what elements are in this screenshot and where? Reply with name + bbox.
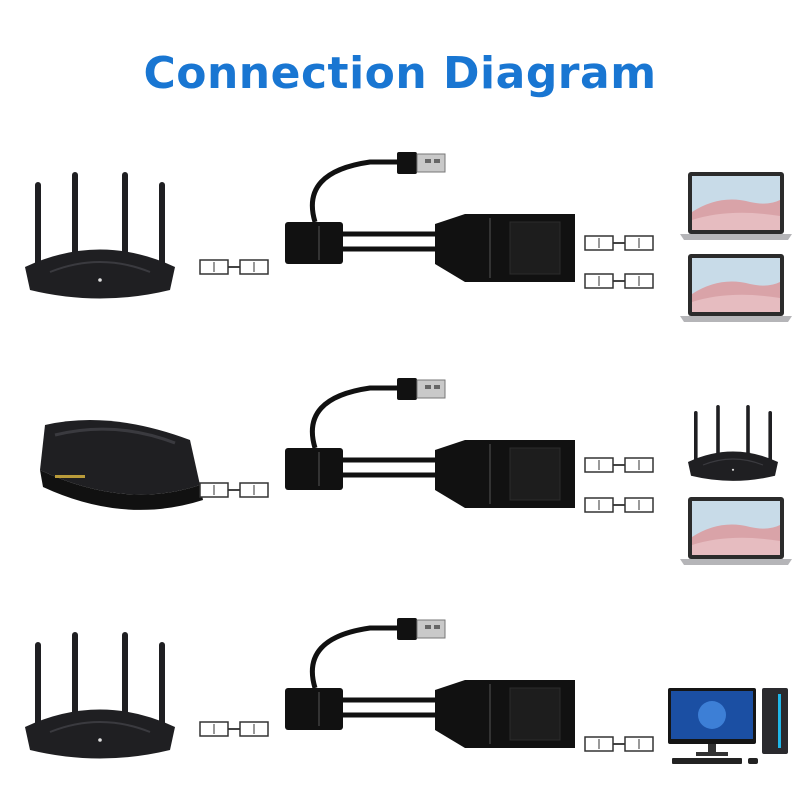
usb-ethernet-splitter-icon (285, 378, 575, 508)
ethernet-cable-icon (584, 497, 654, 513)
ethernet-cable-icon (584, 235, 654, 251)
ethernet-cable-icon (199, 721, 269, 737)
ethernet-cable-icon (584, 273, 654, 289)
ethernet-cable-icon (199, 482, 269, 498)
laptop-icon (680, 497, 792, 565)
router-icon (25, 172, 175, 299)
ethernet-cable-icon (584, 457, 654, 473)
usb-ethernet-splitter-icon (285, 618, 575, 748)
page-title: Connection Diagram (143, 48, 657, 99)
usb-ethernet-splitter-icon (285, 152, 575, 282)
ethernet-cable-icon (584, 736, 654, 752)
desktop-pc-icon (668, 688, 788, 764)
router-icon (25, 632, 175, 759)
modem-icon (40, 420, 203, 510)
laptop-icon (680, 254, 792, 322)
router-icon (688, 405, 778, 481)
laptop-icon (680, 172, 792, 240)
ethernet-cable-icon (199, 259, 269, 275)
